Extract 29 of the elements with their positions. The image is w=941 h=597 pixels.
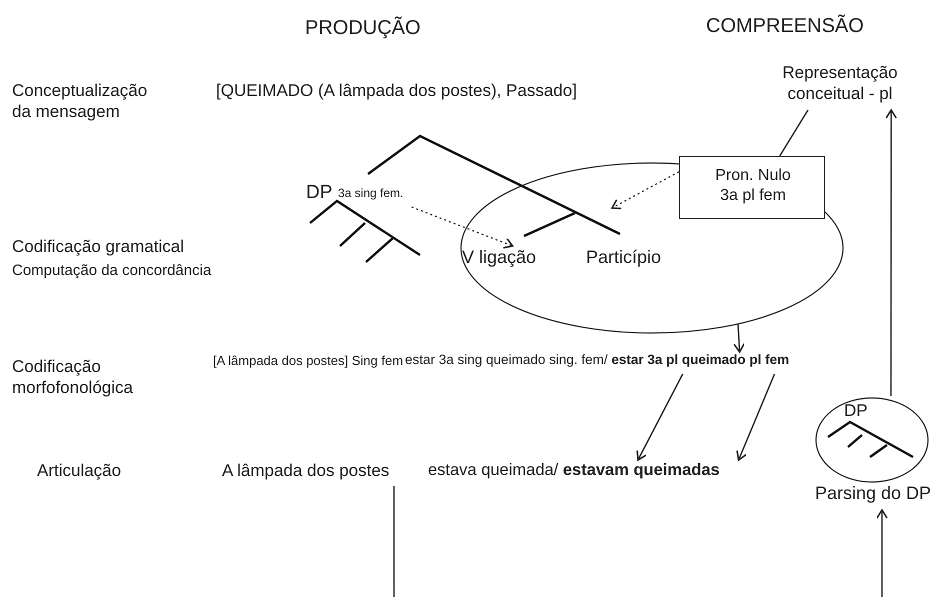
tree-leaf-label: V ligação [462,246,538,268]
stage-label: Codificação gramatical [12,236,184,258]
arrow [636,374,684,461]
connector-line [779,110,809,156]
concept-text: Representação conceitual - pl [781,62,899,104]
connector-line [393,486,395,597]
column-heading: PRODUÇÃO [305,16,421,41]
feature-text: 3a sing fem. [338,186,404,201]
utterance-text: A lâmpada dos postes [222,460,390,482]
stage-label: Articulação [37,460,122,482]
utterance-text: estava queimada/ estavam queimadas [428,460,721,481]
box-text: Pron. Nulo 3a pl fem [714,166,792,206]
column-heading: COMPREENSÃO [706,14,864,39]
circle-caption: Parsing do DP [814,482,932,504]
tree-leaf-label: Particípio [586,246,662,268]
dotted-arrow [411,206,514,249]
phrase-text: [A lâmpada dos postes] Sing fem [212,353,404,370]
category-label: DP [306,181,334,205]
arrow [733,324,745,353]
category-label: DP [844,400,869,422]
arrow [876,509,888,597]
note-box [679,156,825,219]
arrow [736,374,776,461]
arrow [885,109,897,396]
form-text: estar 3a sing queimado sing. fem/ estar 3a pl queimado pl fem [405,352,790,369]
stage-label: Conceptualização da mensagem [12,80,148,122]
stage-label: Codificação morfofonológica [12,356,134,398]
message-text: [QUEIMADO (A lâmpada dos postes), Passado] [216,80,577,102]
stage-sublabel: Computação da concordância [12,262,212,281]
